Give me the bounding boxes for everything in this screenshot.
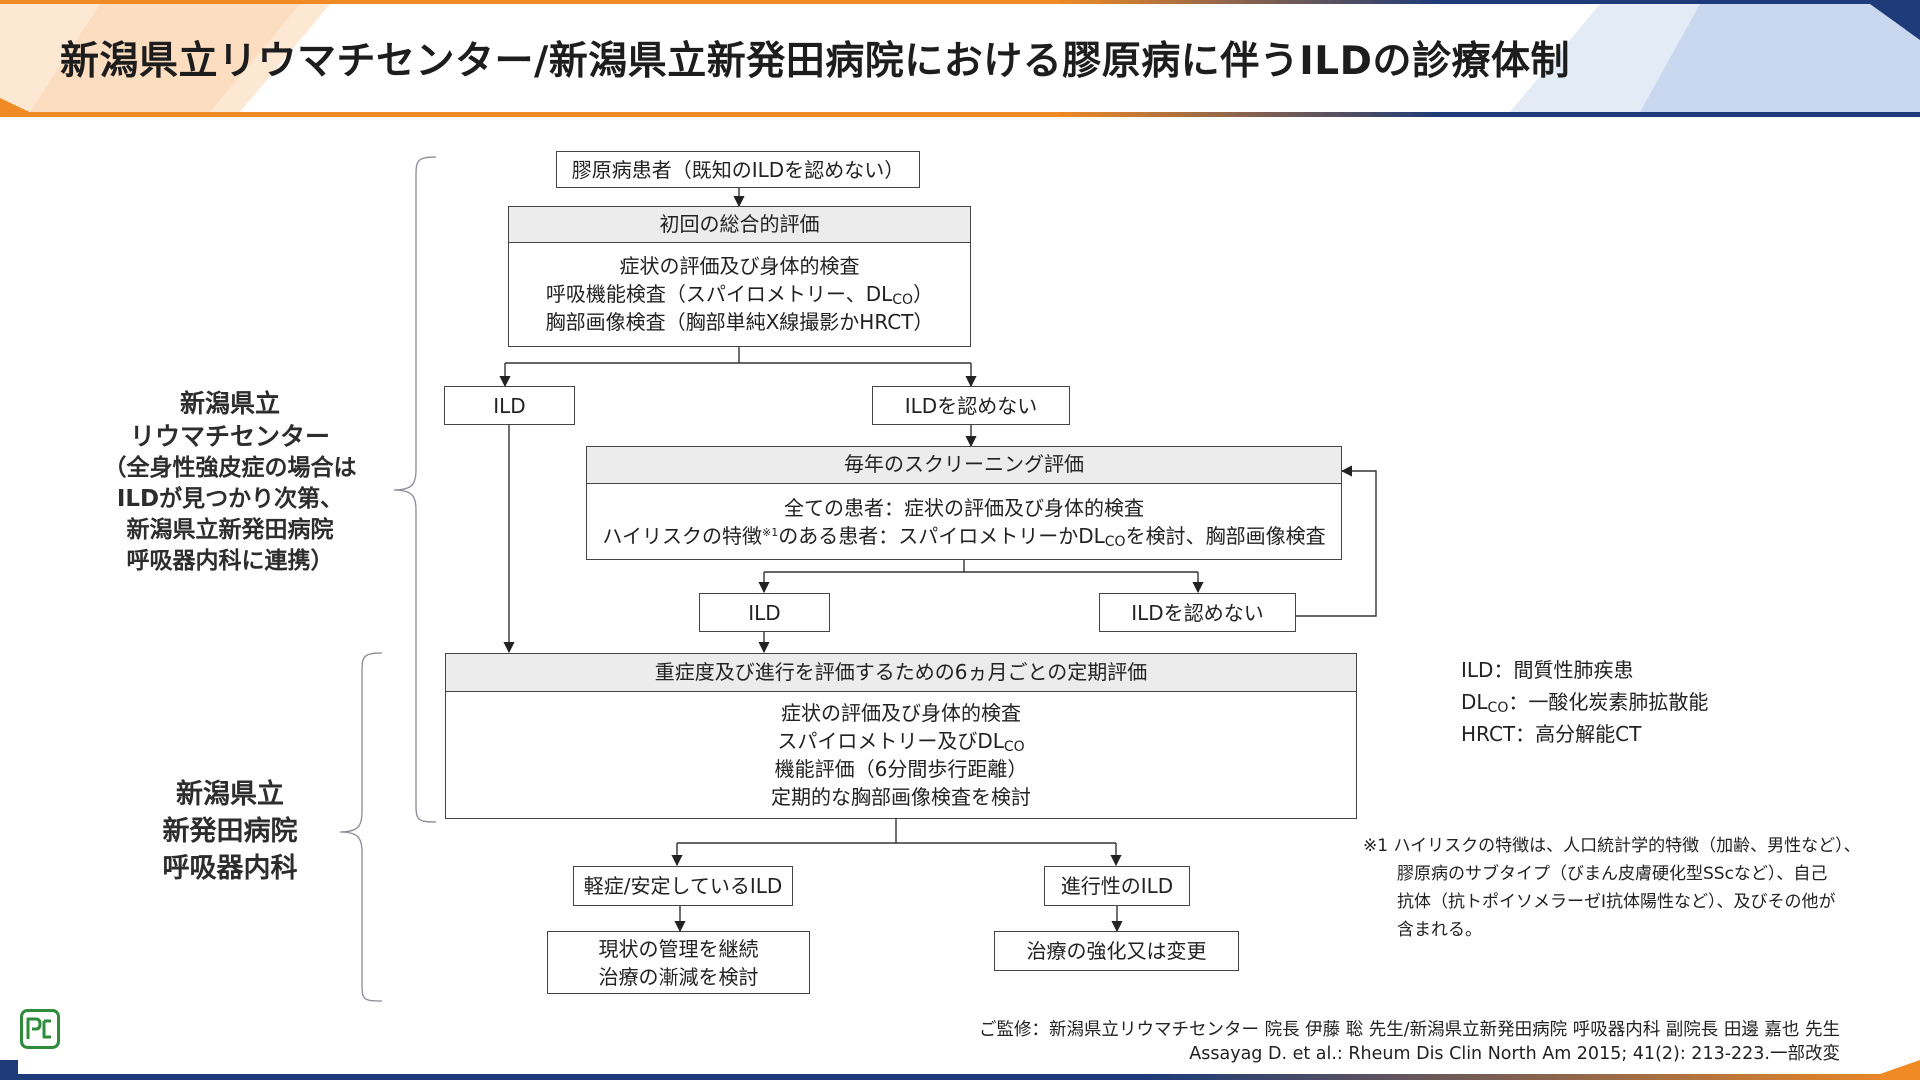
initial-evaluation-heading: 初回の総合的評価 (509, 207, 970, 243)
label-respiratory-dept: 新潟県立 新発田病院 呼吸器内科 (110, 776, 350, 887)
continue-line-2: 治療の漸減を検討 (598, 964, 759, 989)
patient-text: 膠原病患者（既知のILDを認めない） (571, 157, 905, 182)
screening-line-2-c: を検討、胸部画像検査 (1125, 523, 1326, 548)
progressive-text: 進行性のILD (1060, 874, 1174, 898)
rheumatology-note-3: 新潟県立新発田病院 (126, 517, 334, 543)
initial-line-2-text: 呼吸機能検査（スパイロメトリー、DL (545, 282, 893, 306)
periodic-line-1: 症状の評価及び身体的検査 (781, 701, 1021, 725)
initial-line-2: 呼吸機能検査（スパイロメトリー、DLCO） (546, 280, 933, 308)
abbr-ild: ILD：間質性肺疾患 (1461, 658, 1634, 682)
mild-stable-text: 軽症/安定しているILD (583, 874, 783, 898)
box-ild-initial: ILD (444, 386, 575, 425)
split-periodic (677, 819, 1116, 844)
screening-line-2-a: ハイリスクの特徴 (602, 523, 763, 548)
screening-line-2-sub: CO (1104, 533, 1126, 550)
header-decoration (0, 0, 1920, 117)
periodic-line-2-sub: CO (1003, 739, 1025, 755)
ild-initial-text: ILD (493, 393, 526, 418)
respiratory-line-1: 新潟県立 (176, 779, 284, 810)
initial-line-3: 胸部画像検査（胸部単純X線撮影かHRCT） (545, 310, 934, 334)
abbr-hrct: HRCT：高分解能CT (1461, 722, 1642, 746)
periodic-evaluation-heading: 重症度及び進行を評価するための6ヵ月ごとの定期評価 (446, 654, 1356, 692)
footnote-line-2: 膠原病のサブタイプ（びまん皮膚硬化型SScなど）、自己 (1397, 864, 1828, 884)
annual-screening-body: 全ての患者：症状の評価及び身体的検査 ハイリスクの特徴※1のある患者：スパイロメ… (587, 484, 1341, 559)
respiratory-line-3: 呼吸器内科 (162, 853, 298, 884)
pc-logo (20, 1009, 60, 1049)
page-title: 新潟県立リウマチセンター/新潟県立新発田病院における膠原病に伴うILDの診療体制 (60, 39, 1570, 84)
rheumatology-note-2: ILDが見つかり次第、 (116, 486, 344, 512)
bracket-rheumatology (393, 156, 437, 823)
footnote-line-4: 含まれる。 (1397, 920, 1482, 940)
screening-line-2: ハイリスクの特徴※1のある患者：スパイロメトリーかDLCOを検討、胸部画像検査 (602, 522, 1325, 550)
box-ild-screening: ILD (699, 593, 830, 632)
rheumatology-line-1: 新潟県立 (179, 389, 280, 418)
periodic-line-3: 機能評価（6分間歩行距離） (774, 757, 1028, 781)
bracket-respiratory (339, 652, 383, 1002)
abbr-dlco-post: ：一酸化炭素肺拡散能 (1508, 690, 1709, 714)
split-initial (505, 347, 971, 364)
credit-supervisor: ご監修：新潟県立リウマチセンター 院長 伊藤 聡 先生/新潟県立新発田病院 呼吸… (979, 1020, 1840, 1040)
label-rheumatology-center: 新潟県立 リウマチセンター （全身性強皮症の場合は ILDが見つかり次第、 新潟… (90, 387, 370, 577)
continue-line-1: 現状の管理を継続 (598, 936, 759, 961)
box-mild-stable-ild: 軽症/安定しているILD (573, 866, 793, 906)
footnote-high-risk: ※1 ハイリスクの特徴は、人口統計学的特徴（加齢、男性など）、 膠原病のサブタイ… (1363, 832, 1883, 944)
box-no-ild-initial: ILDを認めない (872, 386, 1070, 425)
screening-line-2-b: のある患者：スパイロメトリーかDL (778, 523, 1105, 548)
initial-evaluation-body: 症状の評価及び身体的検査 呼吸機能検査（スパイロメトリー、DLCO） 胸部画像検… (509, 243, 970, 345)
credit-reference: Assayag D. et al.: Rheum Dis Clin North … (1189, 1044, 1840, 1064)
abbr-dlco: DLCO：一酸化炭素肺拡散能 (1461, 686, 1708, 718)
respiratory-line-2: 新発田病院 (162, 816, 298, 847)
arrow-loop-to-screening (1296, 465, 1377, 617)
supervision-credit: ご監修：新潟県立リウマチセンター 院長 伊藤 聡 先生/新潟県立新発田病院 呼吸… (979, 1018, 1840, 1066)
box-patient: 膠原病患者（既知のILDを認めない） (556, 151, 920, 188)
screening-line-1: 全ての患者：症状の評価及び身体的検査 (784, 495, 1144, 520)
box-progressive-ild: 進行性のILD (1044, 866, 1190, 906)
header-banner: 新潟県立リウマチセンター/新潟県立新発田病院における膠原病に伴うILDの診療体制 (0, 0, 1920, 120)
footnote-line-1: ※1 ハイリスクの特徴は、人口統計学的特徴（加齢、男性など）、 (1363, 836, 1861, 856)
periodic-line-4: 定期的な胸部画像検査を検討 (771, 785, 1031, 809)
split-screening (764, 560, 1198, 573)
panel-periodic-evaluation: 重症度及び進行を評価するための6ヵ月ごとの定期評価 症状の評価及び身体的検査 ス… (445, 653, 1357, 819)
initial-line-2-sub: CO (892, 292, 914, 308)
rheumatology-line-2: リウマチセンター (129, 422, 330, 451)
no-ild-screening-text: ILDを認めない (1131, 600, 1264, 625)
box-intensify-treatment: 治療の強化又は変更 (994, 931, 1239, 971)
annual-screening-heading: 毎年のスクリーニング評価 (587, 447, 1341, 484)
screening-footnote-mark: ※1 (762, 525, 779, 539)
footnote-line-3: 抗体（抗トポイソメラーゼⅠ抗体陽性など）、及びその他が (1397, 892, 1836, 912)
ild-screening-text: ILD (748, 600, 781, 625)
panel-initial-evaluation: 初回の総合的評価 症状の評価及び身体的検査 呼吸機能検査（スパイロメトリー、DL… (508, 206, 971, 347)
abbr-dlco-sub: CO (1487, 700, 1509, 716)
periodic-evaluation-body: 症状の評価及び身体的検査 スパイロメトリー及びDLCO 機能評価（6分間歩行距離… (446, 692, 1356, 818)
rheumatology-note-1: （全身性強皮症の場合は (103, 455, 357, 481)
initial-line-2-close: ） (913, 282, 934, 306)
abbr-dlco-pre: DL (1461, 690, 1488, 714)
abbreviation-legend: ILD：間質性肺疾患 DLCO：一酸化炭素肺拡散能 HRCT：高分解能CT (1461, 654, 1708, 750)
intensify-text: 治療の強化又は変更 (1026, 939, 1207, 963)
box-no-ild-screening: ILDを認めない (1099, 593, 1296, 632)
periodic-line-2: スパイロメトリー及びDLCO (777, 727, 1024, 755)
periodic-line-2-text: スパイロメトリー及びDL (777, 729, 1004, 753)
panel-annual-screening: 毎年のスクリーニング評価 全ての患者：症状の評価及び身体的検査 ハイリスクの特徴… (586, 446, 1342, 560)
footer-bar (0, 1060, 1920, 1080)
no-ild-initial-text: ILDを認めない (904, 393, 1038, 418)
initial-line-1: 症状の評価及び身体的検査 (619, 254, 860, 278)
box-continue-management: 現状の管理を継続 治療の漸減を検討 (547, 931, 810, 994)
rheumatology-note-4: 呼吸器内科に連携） (126, 548, 334, 574)
